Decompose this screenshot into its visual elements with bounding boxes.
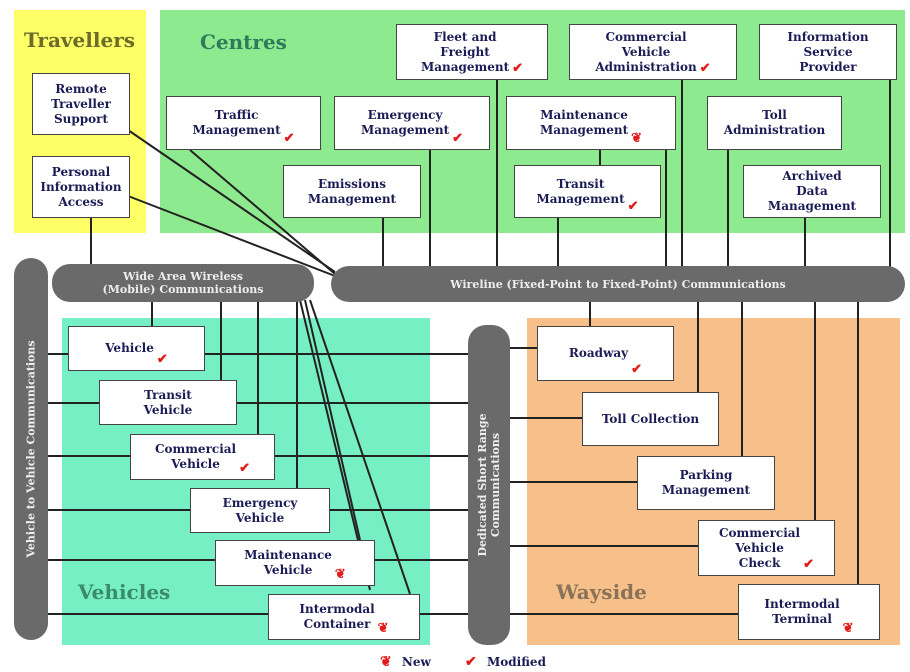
legend: ❦ New ✔ Modified — [380, 654, 546, 670]
travellers-title: Travellers — [24, 28, 135, 52]
roadway-box: Roadway✔ — [537, 326, 674, 381]
commercial-vehicle-box: Commercial Vehicle✔ — [130, 434, 275, 480]
maple-leaf-icon: ❦ — [380, 654, 392, 670]
centres-title: Centres — [200, 30, 287, 54]
commercial-vehicle-administration-box: Commercial Vehicle Administration✔ — [569, 24, 737, 80]
checkmark-icon: ✔ — [803, 557, 814, 572]
legend-modified-label: Modified — [486, 655, 546, 669]
checkmark-icon: ✔ — [156, 352, 168, 367]
remote-traveller-support-box: Remote Traveller Support — [32, 73, 130, 135]
checkmark-icon: ✔ — [465, 654, 477, 670]
personal-information-access-box: Personal Information Access — [32, 156, 130, 218]
toll-collection-box: Toll Collection — [582, 392, 719, 446]
parking-management-box: Parking Management — [637, 456, 775, 510]
commercial-vehicle-check-box: Commercial Vehicle Check✔ — [698, 520, 835, 576]
toll-administration-box: Toll Administration — [707, 96, 842, 150]
checkmark-icon: ✔ — [699, 61, 711, 76]
wide-area-wireless-bus: Wide Area Wireless (Mobile) Communicatio… — [52, 264, 314, 302]
checkmark-icon: ✔ — [631, 362, 643, 377]
checkmark-icon: ✔ — [452, 131, 464, 146]
vehicle-to-vehicle-bus: Vehicle to Vehicle Communications — [14, 258, 48, 640]
maintenance-management-box: Maintenance Management❦ — [506, 96, 676, 150]
vehicles-region — [62, 318, 430, 645]
emissions-management-box: Emissions Management — [283, 165, 421, 218]
checkmark-icon: ✔ — [627, 199, 639, 214]
vehicle-box: Vehicle✔ — [68, 326, 205, 371]
emergency-vehicle-box: Emergency Vehicle — [190, 488, 330, 533]
maple-leaf-icon: ❦ — [334, 567, 346, 582]
checkmark-icon: ✔ — [512, 61, 524, 76]
transit-management-box: Transit Management✔ — [514, 165, 661, 218]
dsrc-bus: Dedicated Short Range Communications — [468, 325, 510, 645]
vehicles-title: Vehicles — [78, 580, 171, 604]
transit-vehicle-box: Transit Vehicle — [99, 380, 237, 425]
wireline-bus: Wireline (Fixed-Point to Fixed-Point) Co… — [331, 266, 905, 302]
intermodal-container-box: Intermodal Container❦ — [268, 594, 420, 640]
maple-leaf-icon: ❦ — [377, 621, 389, 636]
legend-new-label: New — [401, 655, 431, 669]
intermodal-terminal-box: Intermodal Terminal❦ — [738, 584, 880, 640]
traffic-management-box: Traffic Management✔ — [166, 96, 321, 150]
fleet-freight-management-box: Fleet and Freight Management✔ — [396, 24, 548, 80]
maintenance-vehicle-box: Maintenance Vehicle❦ — [215, 540, 375, 586]
checkmark-icon: ✔ — [283, 131, 295, 146]
checkmark-icon: ✔ — [239, 461, 250, 476]
maple-leaf-icon: ❦ — [842, 621, 854, 636]
maple-leaf-icon: ❦ — [631, 131, 643, 146]
information-service-provider-box: Information Service Provider — [759, 24, 897, 80]
wayside-title: Wayside — [556, 580, 647, 604]
emergency-management-box: Emergency Management✔ — [334, 96, 490, 150]
archived-data-management-box: Archived Data Management — [743, 165, 881, 218]
